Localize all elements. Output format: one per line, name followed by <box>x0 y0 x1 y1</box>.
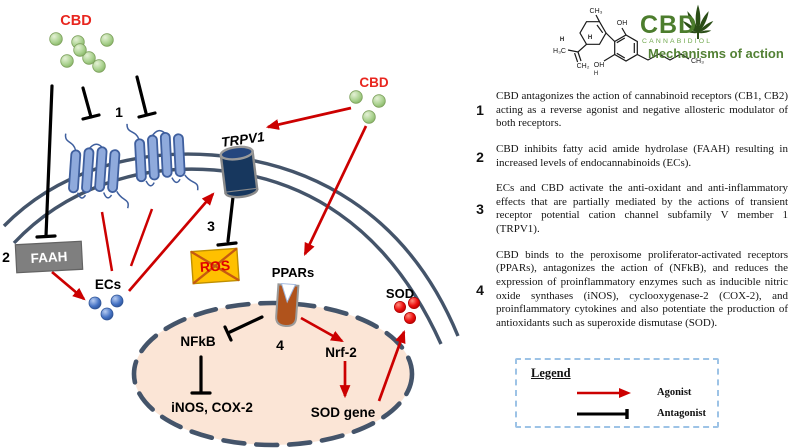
mechanism-item-4: 4 CBD binds to the peroxisome proliferat… <box>470 249 794 331</box>
structure-oh-bottom: OH <box>594 62 605 69</box>
legend-row-agonist: Agonist <box>575 383 717 402</box>
trpv1-channel <box>219 145 259 199</box>
gpcr-receptor-left <box>64 133 129 209</box>
logo-cannabidiol-text: CANNABIDIOL <box>642 38 712 45</box>
step-number-1: 1 <box>115 104 123 120</box>
antagonist-line-ppars-nfkb <box>223 315 264 342</box>
mechanism-item-1: 1 CBD antagonizes the action of cannabin… <box>470 90 794 131</box>
agonist-arrow-cbd-trpv1 <box>265 106 352 130</box>
agonist-line-ecs-gpcr-right <box>129 208 154 267</box>
legend-antagonist-label: Antagonist <box>657 408 707 419</box>
structure-ch3-end: CH₃ <box>691 58 704 65</box>
nfkb-label: NFkB <box>180 334 216 349</box>
sod-gene-label: SOD gene <box>311 405 376 420</box>
ppars-label: PPARs <box>272 265 314 280</box>
antagonist-lines-cbd <box>35 75 157 239</box>
cannabis-leaf-icon <box>682 4 714 39</box>
mechanism-list: 1 CBD antagonizes the action of cannabin… <box>470 90 794 330</box>
agonist-arrow-ppars-nrf2 <box>300 316 344 343</box>
ecs-label: ECs <box>95 277 121 292</box>
mechanism-number: 1 <box>476 102 484 119</box>
ecs-molecules <box>88 294 124 321</box>
logo-tagline-text: Mechanisms of action <box>648 46 784 61</box>
mechanism-text: CBD inhibits fatty acid amide hydrolase … <box>496 142 788 169</box>
logo-cbd-text: CBD <box>640 11 697 39</box>
mechanism-text: CBD binds to the peroxisome proliferator… <box>496 248 788 329</box>
legend-box: Legend Agonist Antagonist <box>515 358 719 428</box>
cbd-right-label: CBD <box>359 75 388 90</box>
structure-ch2: CH₂ <box>577 63 590 70</box>
mechanism-text: ECs and CBD activate the anti-oxidant an… <box>496 182 788 235</box>
agonist-arrow-icon <box>577 387 631 398</box>
nucleus <box>131 300 415 448</box>
structure-h-right: H <box>588 35 592 41</box>
cbd-logo-header: CH₃ OH H H H₃C CH₂ OH H CH₃ <box>553 4 784 77</box>
cbd-molecules-right <box>349 90 386 124</box>
structure-h-bottom: H <box>594 71 598 77</box>
step-number-4: 4 <box>276 337 284 353</box>
step-number-2: 2 <box>2 249 10 265</box>
agonist-line-ecs-gpcr-left <box>100 211 114 272</box>
cell-pathway-diagram: FAAH ROS <box>2 13 460 448</box>
faah-label: FAAH <box>30 249 67 266</box>
ros-box: ROS <box>190 247 240 285</box>
agonist-arrow-ecs-trpv1 <box>127 192 215 292</box>
mechanism-item-2: 2 CBD inhibits fatty acid amide hydrolas… <box>470 143 794 170</box>
mechanism-item-3: 3 ECs and CBD activate the anti-oxidant … <box>470 182 794 237</box>
agonist-arrow-cbd-ppars <box>303 125 368 256</box>
structure-ch3-top: CH₃ <box>590 8 603 15</box>
legend-title: Legend <box>531 366 571 380</box>
agonist-arrow-faah-ecs <box>51 270 86 301</box>
sod-label: SOD <box>386 286 414 301</box>
antagonist-line-icon <box>577 408 629 419</box>
nrf2-label: Nrf-2 <box>325 345 357 360</box>
mechanism-number: 3 <box>476 201 484 218</box>
antagonist-line-nfkb-inos <box>190 355 212 395</box>
structure-oh-top: OH <box>617 20 628 27</box>
faah-box: FAAH <box>14 240 84 274</box>
explanation-panel: CH₃ OH H H H₃C CH₂ OH H CH₃ <box>470 0 800 448</box>
mechanism-text: CBD antagonizes the action of cannabinoi… <box>496 90 788 130</box>
trpv1-label: TRPV1 <box>220 129 265 150</box>
inos-cox2-label: iNOS, COX-2 <box>171 400 253 415</box>
antagonist-line-trpv1-ros <box>216 195 238 247</box>
mechanism-number: 2 <box>476 148 484 165</box>
mechanism-number: 4 <box>476 281 484 298</box>
gpcr-receptor-right <box>126 123 199 191</box>
structure-h3c: H₃C <box>553 48 566 55</box>
legend-agonist-label: Agonist <box>657 387 692 398</box>
step-number-3: 3 <box>207 218 215 234</box>
cbd-chemical-structure: CH₃ OH H H H₃C CH₂ OH H CH₃ <box>553 8 704 77</box>
legend-row-antagonist: Antagonist <box>575 404 717 423</box>
agonist-arrows <box>51 106 406 402</box>
cbd-molecules-top <box>49 32 114 73</box>
ppars-receptor <box>275 283 300 327</box>
agonist-arrow-sodgene-sod <box>377 329 406 402</box>
sod-molecules <box>393 296 420 324</box>
structure-h-left: H <box>560 37 564 43</box>
ros-label: ROS <box>199 257 230 275</box>
cbd-top-label: CBD <box>60 13 91 29</box>
